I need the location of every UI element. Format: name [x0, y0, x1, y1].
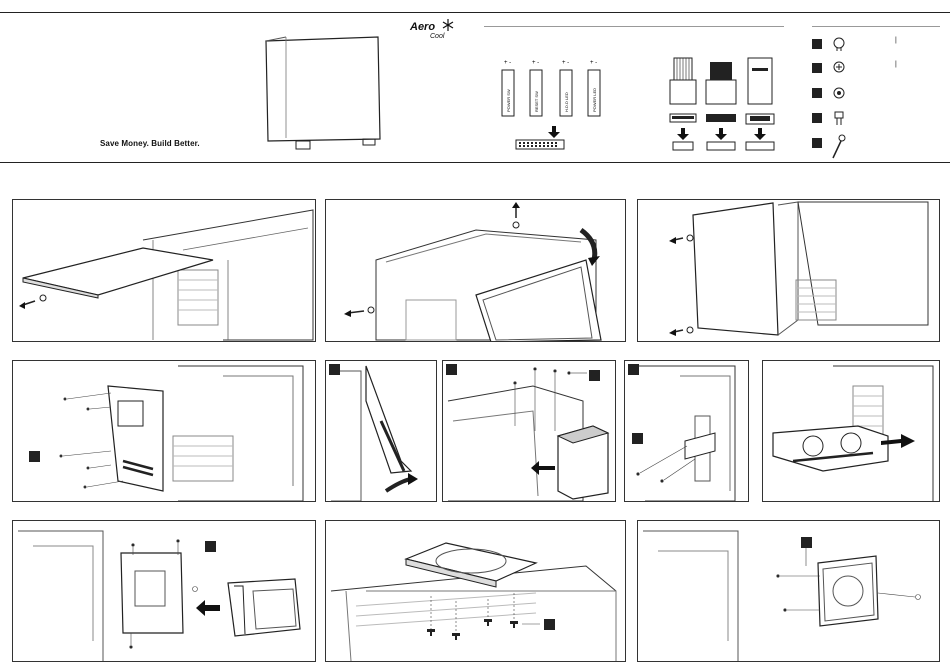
- step-marker: [205, 541, 216, 552]
- step-marker: [801, 537, 812, 548]
- connector-label-4: POWER LED: [592, 88, 597, 112]
- fan-logo-icon: [441, 18, 455, 32]
- accessory-item-1: |: [812, 37, 942, 57]
- accessory-item-4: [812, 111, 942, 131]
- standoff-icon: [832, 86, 846, 100]
- step-marker: [812, 39, 822, 49]
- connector-label-1: POWER SW: [506, 89, 511, 112]
- screw-icon: [832, 61, 846, 75]
- panel-install-psu: [442, 360, 616, 502]
- pin-label-2: + -: [532, 60, 539, 66]
- step-marker: [812, 63, 822, 73]
- panel-remove-glass-panel: [325, 199, 626, 342]
- front-panel-connectors: + - POWER SW + - RESET SW + - H.D.D LED …: [484, 30, 784, 160]
- pin-label-3: + -: [562, 60, 569, 66]
- pin-label-4: + -: [590, 60, 597, 66]
- step-marker: [446, 364, 457, 375]
- aerocool-logo: Aero Cool: [410, 22, 444, 41]
- panel-install-expansion-bracket: [624, 360, 749, 502]
- panel-remove-top-panel: [12, 199, 316, 342]
- screw-icon: [832, 111, 846, 127]
- cable-tie-icon: [830, 134, 848, 160]
- step-marker: [812, 88, 822, 98]
- connector-label-2: RESET SW: [534, 91, 539, 112]
- panel-remove-front-panel: [325, 360, 437, 502]
- step-marker: [812, 113, 822, 123]
- step-marker: [632, 433, 643, 444]
- accessory-item-3: [812, 86, 942, 106]
- screw-icon: [832, 37, 846, 51]
- panel-remove-side-panel: [637, 199, 940, 342]
- panel-install-hdd-bottom: [325, 520, 626, 662]
- pin-label-1: + -: [504, 60, 511, 66]
- header-divider: [0, 162, 950, 163]
- accessory-qty-2: |: [895, 61, 897, 68]
- step-marker: [589, 370, 600, 381]
- case-product-image: [258, 33, 398, 158]
- brand-name: Aero: [410, 22, 444, 33]
- step-marker: [812, 138, 822, 148]
- connector-divider: [484, 26, 784, 27]
- accessory-item-2: |: [812, 61, 942, 81]
- brand-sub: Cool: [430, 33, 444, 41]
- panel-install-graphics-card: [762, 360, 940, 502]
- accessory-divider: [812, 26, 940, 27]
- panel-install-motherboard: [12, 360, 316, 502]
- slogan: Save Money. Build Better.: [100, 139, 200, 148]
- step-marker: [628, 364, 639, 375]
- panel-install-ssd-bracket: [637, 520, 940, 662]
- step-marker: [544, 619, 555, 630]
- step-marker: [329, 364, 340, 375]
- accessory-qty-1: |: [895, 37, 897, 44]
- panel-install-hdd-bracket: [12, 520, 316, 662]
- connector-label-3: H.D.D LED: [564, 92, 569, 112]
- step-marker: [29, 451, 40, 462]
- top-border: [0, 12, 950, 13]
- accessory-item-5: [812, 136, 942, 156]
